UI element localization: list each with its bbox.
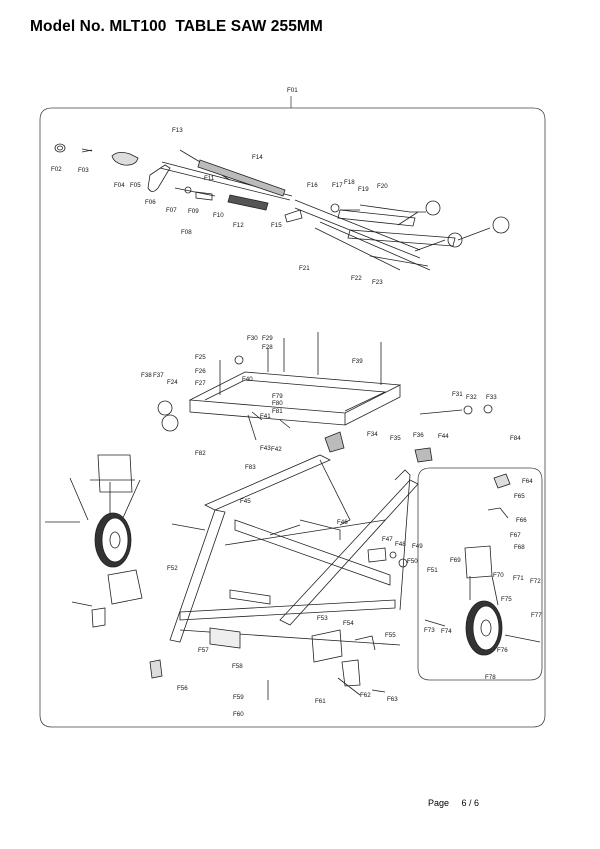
part-label-f23: F23	[372, 279, 383, 286]
part-label-f25: F25	[195, 354, 206, 361]
part-label-f69: F69	[450, 557, 461, 564]
part-label-f83: F83	[245, 464, 256, 471]
part-label-f40: F40	[242, 376, 253, 383]
part-label-f45: F45	[240, 498, 251, 505]
part-label-f65: F65	[514, 493, 525, 500]
part-label-f15: F15	[271, 222, 282, 229]
part-label-f42: F42	[271, 446, 282, 453]
part-label-f08: F08	[181, 229, 192, 236]
page-label: Page	[428, 798, 450, 808]
part-label-f67: F67	[510, 532, 521, 539]
part-label-f72: F72	[530, 578, 541, 585]
part-label-f81: F81	[272, 408, 283, 415]
part-label-f46: F46	[337, 519, 348, 526]
part-label-f07: F07	[166, 207, 177, 214]
part-label-f52: F52	[167, 565, 178, 572]
part-label-f71: F71	[513, 575, 524, 582]
part-label-f33: F33	[486, 394, 497, 401]
part-label-f48: F48	[395, 541, 406, 548]
wheels	[71, 473, 541, 700]
page-footer: Page 6 / 6	[428, 798, 479, 808]
part-label-f64: F64	[522, 478, 533, 485]
part-label-f43: F43	[260, 445, 271, 452]
part-label-f36: F36	[413, 432, 424, 439]
part-label-f20: F20	[377, 183, 388, 190]
part-label-f11: F11	[204, 175, 215, 182]
part-label-f02: F02	[51, 166, 62, 173]
part-label-f61: F61	[315, 698, 326, 705]
part-label-f01: F01	[287, 87, 298, 94]
part-label-f26: F26	[195, 368, 206, 375]
part-label-f59: F59	[233, 694, 244, 701]
part-label-f12: F12	[233, 222, 244, 229]
part-label-f73: F73	[424, 627, 435, 634]
part-label-f28: F28	[262, 344, 273, 351]
part-label-f47: F47	[382, 536, 393, 543]
part-label-f51: F51	[427, 567, 438, 574]
part-label-f75: F75	[501, 596, 512, 603]
part-label-f57: F57	[198, 647, 209, 654]
part-label-f16: F16	[307, 182, 318, 189]
part-label-f60: F60	[233, 711, 244, 718]
part-label-f21: F21	[299, 265, 310, 272]
part-label-f09: F09	[188, 208, 199, 215]
part-label-f37: F37	[153, 372, 164, 379]
part-label-f77: F77	[531, 612, 542, 619]
part-label-f03: F03	[78, 167, 89, 174]
part-label-f18: F18	[344, 179, 355, 186]
part-label-f38: F38	[141, 372, 152, 379]
part-label-f04: F04	[114, 182, 125, 189]
part-label-f68: F68	[514, 544, 525, 551]
part-label-f30: F30	[247, 335, 258, 342]
part-label-f39: F39	[352, 358, 363, 365]
frame-border	[39, 107, 546, 728]
part-label-f78: F78	[485, 674, 496, 681]
part-label-f06: F06	[145, 199, 156, 206]
part-label-f79: F79	[272, 393, 283, 400]
page-title: Model No. MLT100 TABLE SAW 255MM	[30, 18, 323, 35]
part-label-f54: F54	[343, 620, 354, 627]
part-label-f17: F17	[332, 182, 343, 189]
part-label-f27: F27	[195, 380, 206, 387]
part-label-f31: F31	[452, 391, 463, 398]
part-label-f10: F10	[213, 212, 224, 219]
part-label-f41: F41	[260, 413, 271, 420]
part-label-f44: F44	[438, 433, 449, 440]
page-number: 6 / 6	[461, 798, 480, 808]
part-label-f35: F35	[390, 435, 401, 442]
part-label-f50: F50	[407, 558, 418, 565]
part-label-f13: F13	[172, 127, 183, 134]
part-label-f80: F80	[272, 400, 283, 407]
part-label-f34: F34	[367, 431, 378, 438]
part-label-f56: F56	[177, 685, 188, 692]
part-label-f84: F84	[510, 435, 521, 442]
part-label-f05: F05	[130, 182, 141, 189]
part-label-f55: F55	[385, 632, 396, 639]
part-label-f70: F70	[493, 572, 504, 579]
part-label-f82: F82	[195, 450, 206, 457]
part-label-f53: F53	[317, 615, 328, 622]
part-label-f29: F29	[262, 335, 273, 342]
part-label-f14: F14	[252, 154, 263, 161]
part-label-f58: F58	[232, 663, 243, 670]
wheel-inset-border	[417, 467, 543, 681]
handle-assembly	[54, 143, 491, 271]
part-label-f49: F49	[412, 543, 423, 550]
part-label-f76: F76	[497, 647, 508, 654]
x-stand	[45, 431, 433, 679]
table-frame	[188, 332, 493, 441]
part-label-f32: F32	[466, 394, 477, 401]
part-label-f22: F22	[351, 275, 362, 282]
part-label-f24: F24	[167, 379, 178, 386]
part-label-f62: F62	[360, 692, 371, 699]
part-label-f19: F19	[358, 186, 369, 193]
part-label-f63: F63	[387, 696, 398, 703]
part-label-f66: F66	[516, 517, 527, 524]
part-label-f74: F74	[441, 628, 452, 635]
